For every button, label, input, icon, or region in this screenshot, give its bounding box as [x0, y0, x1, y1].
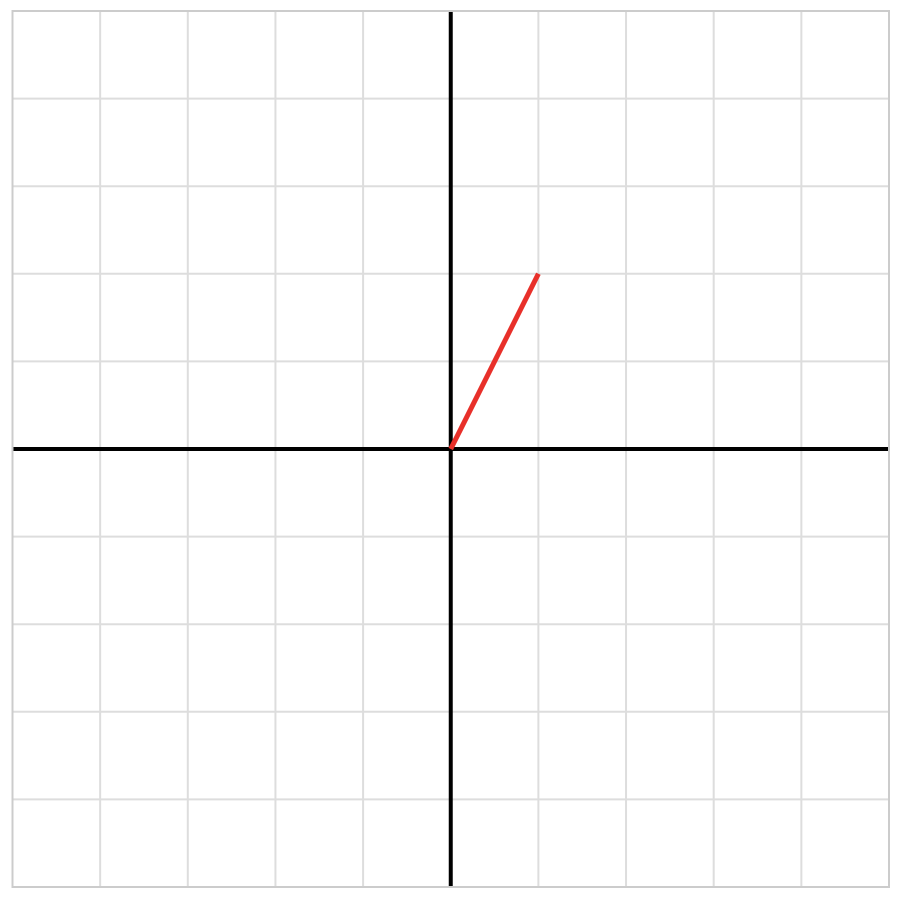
- data-series: [448, 272, 541, 451]
- plot-frame: [11, 10, 890, 888]
- line-segment: [448, 272, 541, 451]
